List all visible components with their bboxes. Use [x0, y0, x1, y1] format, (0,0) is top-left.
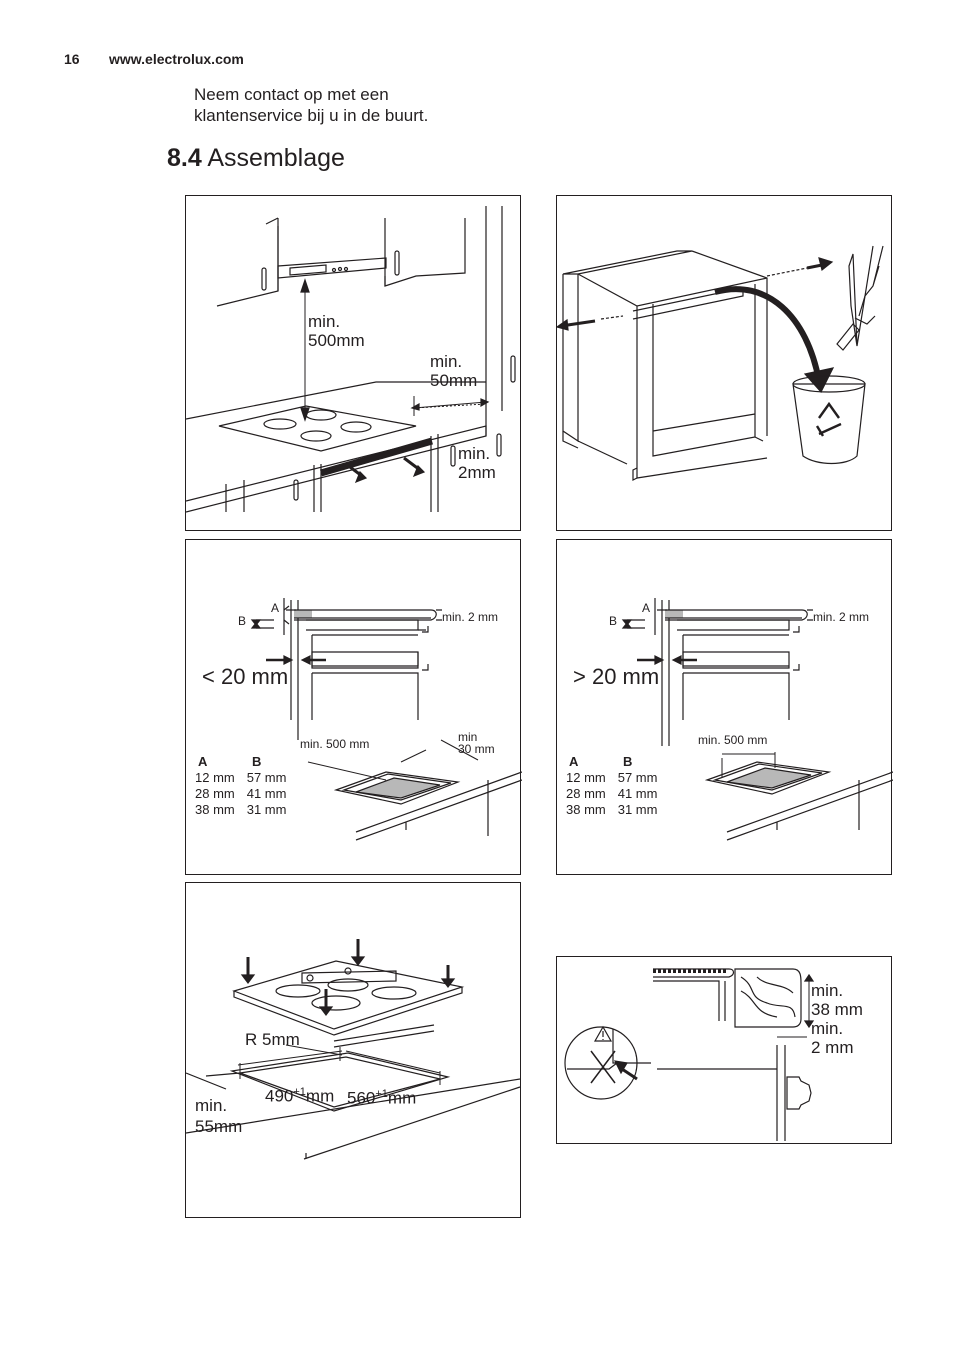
- gap-label: < 20 mm: [202, 664, 289, 689]
- width-tolerance: +1: [293, 1086, 306, 1098]
- wall-distance-min: min.: [430, 352, 463, 371]
- intro-line-2: klantenservice bij u in de buurt.: [194, 106, 429, 125]
- cutout-illustration: [186, 939, 521, 1160]
- figure-kitchen-clearances: min. 500mm min. 50mm min. 2mm: [185, 195, 521, 531]
- dim-b-label: B: [238, 614, 247, 628]
- table-header-b: B: [252, 754, 262, 769]
- cabinet-recycle-illustration: [557, 245, 884, 481]
- table-header-b: B: [623, 754, 633, 769]
- dim-a-label: A: [271, 601, 280, 615]
- figure-gap-less-than-20: A B min. 2 mm < 20 mm min. 500 mm min 30…: [185, 539, 522, 875]
- figure-cutout-dimensions: R 5mm 490+1mm 560+1mm min. 55mm: [185, 882, 521, 1218]
- wall-distance-label: min. 50mm: [430, 352, 477, 390]
- dim-b-label: B: [609, 614, 618, 628]
- section-title: Assemblage: [207, 144, 345, 172]
- front-distance-label: min. 2mm: [458, 444, 496, 482]
- hood-distance-label: min. 500mm: [308, 312, 365, 350]
- width-dimension-label: 490+1mm: [265, 1083, 334, 1106]
- intro-line-1: Neem contact op met een: [194, 85, 389, 104]
- hood-distance-min: min.: [308, 312, 341, 331]
- min-2mm-label: min. 2 mm: [442, 610, 499, 624]
- depth-tolerance: +1: [375, 1088, 388, 1100]
- website-url: www.electrolux.com: [109, 51, 244, 67]
- gap-value: 2 mm: [811, 1038, 854, 1057]
- figure-gap-greater-than-20: A B min. 2 mm > 20 mm min. 500 mm A B 12…: [556, 539, 893, 875]
- table-header-a: A: [569, 754, 579, 769]
- thickness-value: 38 mm: [811, 1000, 863, 1019]
- min-30-value: 30 mm: [458, 742, 495, 756]
- gap-label: > 20 mm: [573, 664, 660, 689]
- depth-unit: mm: [387, 1088, 417, 1108]
- depth-value: 560: [347, 1088, 376, 1108]
- front-distance-value: 2mm: [458, 463, 496, 482]
- radius-label: R 5mm: [245, 1030, 300, 1049]
- figure-worktop-thickness: min. 38 mm min. 2 mm: [556, 956, 892, 1144]
- edge-distance-value: 55mm: [195, 1117, 243, 1136]
- section-number: 8.4: [167, 144, 202, 172]
- cross-section-greater-20-illustration: [621, 598, 893, 841]
- section-heading: 8.4 Assemblage: [167, 144, 345, 173]
- table-header: A B: [195, 754, 286, 770]
- gap-min: min.: [811, 1019, 844, 1038]
- thickness-min: min.: [811, 981, 844, 1000]
- hood-distance-value: 500mm: [308, 331, 365, 350]
- figure-remove-front-panel: [556, 195, 892, 531]
- min-30-label: min 30 mm: [458, 731, 495, 755]
- worktop-section-illustration: [564, 968, 815, 1141]
- edge-distance-min: min.: [195, 1096, 228, 1115]
- wall-distance-value: 50mm: [430, 371, 478, 390]
- min-500-label: min. 500 mm: [698, 733, 768, 747]
- kitchen-illustration: [186, 206, 516, 513]
- thickness-label: min. 38 mm: [811, 981, 863, 1019]
- dim-a-label: A: [642, 601, 651, 615]
- table-header: A B: [566, 754, 657, 770]
- width-value: 490: [265, 1086, 294, 1106]
- intro-text: Neem contact op met een klantenservice b…: [194, 84, 428, 126]
- gap-label: min. 2 mm: [811, 1019, 854, 1057]
- page-number: 16: [64, 51, 80, 67]
- edge-distance-label: min. 55mm: [195, 1095, 242, 1137]
- min-2mm-label: min. 2 mm: [813, 610, 870, 624]
- min-500-label: min. 500 mm: [300, 737, 370, 751]
- width-unit: mm: [305, 1086, 335, 1106]
- front-distance-min: min.: [458, 444, 491, 463]
- table-header-a: A: [198, 754, 208, 769]
- min-30-min: min: [458, 730, 478, 744]
- cross-section-less-20-illustration: [250, 598, 522, 841]
- depth-dimension-label: 560+1mm: [347, 1085, 416, 1108]
